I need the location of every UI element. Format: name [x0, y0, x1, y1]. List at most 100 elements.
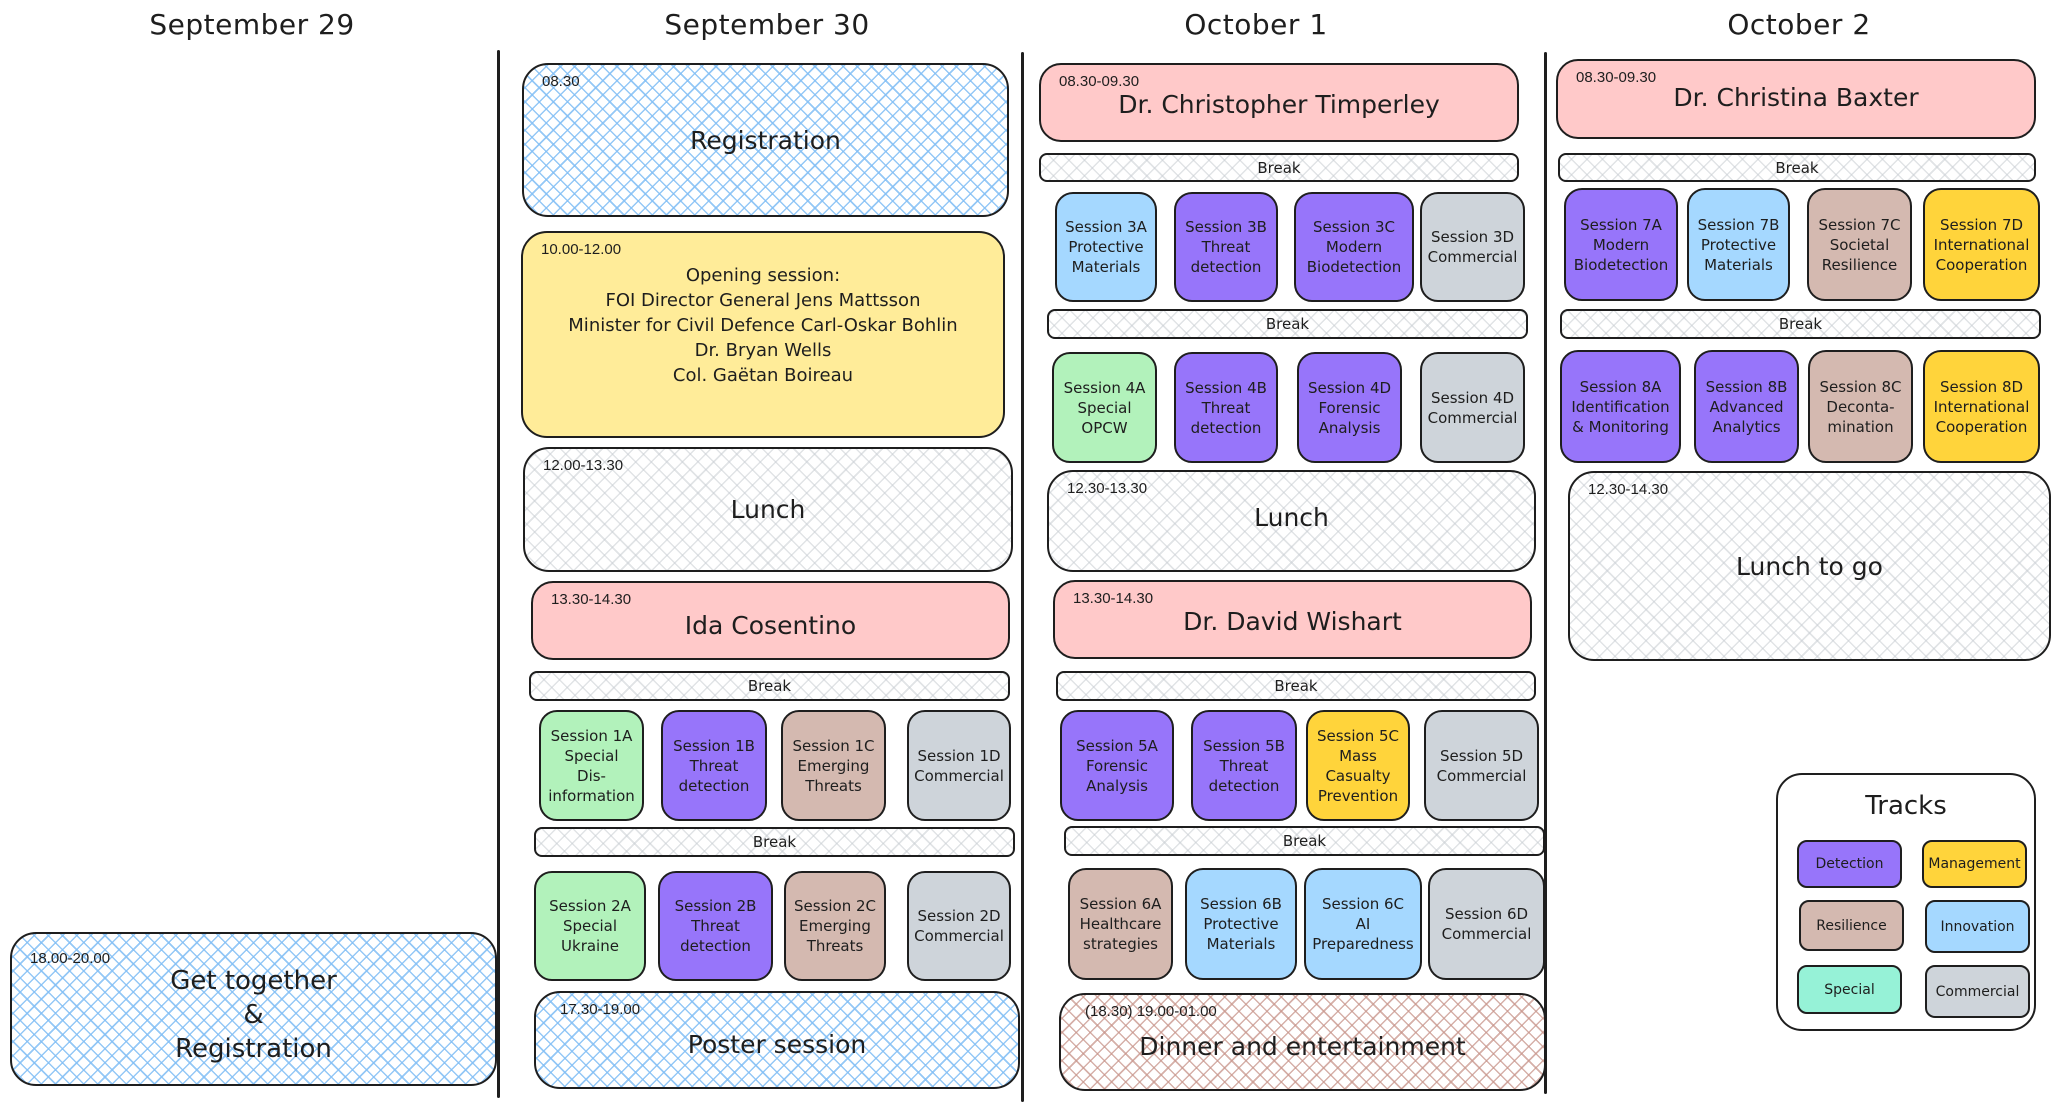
event-time: 10.00-12.00 — [541, 241, 622, 258]
day-title-oct2: October 2 — [1727, 8, 1871, 41]
event-registration[interactable]: 08.30 Registration — [522, 63, 1009, 217]
session-1a[interactable]: Session 1A Special Dis- information — [539, 710, 644, 821]
session-5b[interactable]: Session 5B Threat detection — [1191, 710, 1297, 821]
event-keynote[interactable]: 13.30-14.30 Dr. David Wishart — [1053, 580, 1532, 659]
break-bar: Break — [1560, 309, 2041, 339]
session-1b[interactable]: Session 1B Threat detection — [661, 710, 767, 821]
session-5c[interactable]: Session 5C Mass Casualty Prevention — [1306, 710, 1410, 821]
session-line: Protective — [1068, 238, 1144, 256]
session-line: Resilience — [1821, 255, 1898, 274]
session-line: Session 6A — [1079, 895, 1162, 913]
session-line: Session 3C — [1312, 218, 1396, 236]
session-1c[interactable]: Session 1C Emerging Threats — [781, 710, 886, 821]
event-keynote[interactable]: 13.30-14.30 Ida Cosentino — [531, 581, 1010, 660]
day-title-sep29: September 29 — [149, 8, 355, 41]
session-line: International — [1933, 235, 2030, 254]
session-line: Modern — [1592, 235, 1650, 254]
session-4d[interactable]: Session 4D Commercial — [1420, 352, 1525, 463]
session-line: Materials — [1704, 255, 1773, 274]
session-line: Session 5A — [1076, 736, 1158, 755]
event-title-line: & — [243, 1000, 264, 1030]
session-4b[interactable]: Session 4B Threat detection — [1174, 352, 1278, 463]
session-line: Commercial — [1441, 925, 1532, 943]
session-line: Casualty — [1325, 766, 1391, 785]
session-line: Session 2D — [917, 907, 1001, 925]
event-dinner[interactable]: (18.30) 19.00-01.00 Dinner and entertain… — [1059, 993, 1546, 1091]
session-line: Threats — [806, 937, 864, 955]
session-3a[interactable]: Session 3A Protective Materials — [1055, 192, 1157, 302]
session-2a[interactable]: Session 2A Special Ukraine — [534, 871, 646, 981]
session-7a[interactable]: Session 7A Modern Biodetection — [1564, 188, 1678, 301]
session-4a[interactable]: Session 4A Special OPCW — [1052, 352, 1157, 463]
day-title-sep30: September 30 — [664, 8, 870, 41]
session-line: Special — [564, 746, 619, 765]
session-5a[interactable]: Session 5A Forensic Analysis — [1060, 710, 1174, 821]
session-line: Commercial — [1436, 766, 1527, 785]
session-line: Commercial — [1427, 408, 1518, 427]
session-7c[interactable]: Session 7C Societal Resilience — [1807, 188, 1912, 301]
session-2d[interactable]: Session 2D Commercial — [907, 871, 1011, 981]
session-line: Commercial — [914, 766, 1004, 785]
opening-line: Minister for Civil Defence Carl-Oskar Bo… — [568, 315, 958, 336]
event-get-together[interactable]: 18.00-20.00 Get together & Registration — [10, 932, 497, 1086]
session-6a[interactable]: Session 6A Healthcare strategies — [1068, 868, 1173, 980]
event-time: 17.30-19.00 — [560, 1001, 641, 1018]
event-poster-session[interactable]: 17.30-19.00 Poster session — [534, 991, 1020, 1089]
session-line: Special — [1077, 398, 1132, 417]
opening-line: Opening session: — [685, 265, 841, 286]
session-2b[interactable]: Session 2B Threat detection — [658, 871, 773, 981]
session-1d[interactable]: Session 1D Commercial — [907, 710, 1011, 821]
session-7b[interactable]: Session 7B Protective Materials — [1687, 188, 1790, 301]
session-8b[interactable]: Session 8B Advanced Analytics — [1694, 350, 1799, 463]
session-2c[interactable]: Session 2C Emerging Threats — [784, 871, 886, 981]
session-8a[interactable]: Session 8A Identification & Monitoring — [1560, 350, 1681, 463]
event-title: Poster session — [687, 1029, 867, 1059]
session-line: mination — [1827, 417, 1894, 436]
session-line: Materials — [1071, 258, 1141, 276]
session-line: Dis- — [577, 766, 606, 785]
session-8d[interactable]: Session 8D International Cooperation — [1923, 350, 2040, 463]
session-line: Session 7A — [1580, 215, 1662, 234]
session-line: Session 7C — [1818, 215, 1901, 234]
session-5d[interactable]: Session 5D Commercial — [1424, 710, 1539, 821]
legend-item-resilience: Resilience — [1799, 900, 1904, 951]
session-line: Threat — [1201, 238, 1251, 256]
session-line: Analysis — [1318, 418, 1381, 437]
session-6b[interactable]: Session 6B Protective Materials — [1185, 868, 1297, 980]
session-7d[interactable]: Session 7D International Cooperation — [1923, 188, 2040, 301]
legend-item-innovation: Innovation — [1925, 900, 2030, 953]
event-keynote[interactable]: 08.30-09.30 Dr. Christina Baxter — [1556, 59, 2036, 139]
event-keynote[interactable]: 08.30-09.30 Dr. Christopher Timperley — [1039, 63, 1519, 142]
event-opening-session[interactable]: 10.00-12.00 Opening session: FOI Directo… — [521, 231, 1005, 438]
event-lunch-to-go[interactable]: 12.30-14.30 Lunch to go — [1568, 471, 2051, 661]
tracks-legend: Tracks Detection Management Resilience I… — [1776, 773, 2036, 1031]
event-time: 08.30-09.30 — [1059, 73, 1140, 90]
session-3b[interactable]: Session 3B Threat detection — [1174, 192, 1278, 302]
break-bar: Break — [1064, 826, 1545, 856]
session-line: Session 7D — [1939, 215, 2024, 234]
event-lunch[interactable]: 12.30-13.30 Lunch — [1047, 470, 1536, 572]
session-line: strategies — [1083, 935, 1158, 953]
session-line: Societal — [1829, 235, 1890, 254]
session-3d[interactable]: Session 3D Commercial — [1420, 192, 1525, 302]
session-line: Session 5B — [1203, 736, 1285, 755]
session-line: Advanced — [1709, 397, 1784, 416]
event-time: 12.30-13.30 — [1067, 480, 1148, 497]
legend-item-special: Special — [1797, 965, 1902, 1014]
session-4c[interactable]: Session 4D Forensic Analysis — [1297, 352, 1402, 463]
session-6c[interactable]: Session 6C AI Preparedness — [1304, 868, 1422, 980]
session-6d[interactable]: Session 6D Commercial — [1428, 868, 1545, 980]
session-line: International — [1933, 397, 2030, 416]
session-3c[interactable]: Session 3C Modern Biodetection — [1294, 192, 1414, 302]
session-line: Session 7B — [1697, 215, 1780, 234]
session-line: Session 3A — [1065, 218, 1147, 236]
session-8c[interactable]: Session 8C Deconta- mination — [1808, 350, 1913, 463]
session-line: Analytics — [1712, 417, 1781, 436]
session-line: Session 1C — [792, 736, 875, 755]
session-line: Cooperation — [1935, 417, 2028, 436]
session-line: Cooperation — [1935, 255, 2028, 274]
session-line: Commercial — [914, 927, 1004, 945]
session-line: detection — [680, 937, 751, 955]
event-lunch[interactable]: 12.00-13.30 Lunch — [523, 447, 1013, 572]
session-line: Emerging — [799, 917, 871, 935]
